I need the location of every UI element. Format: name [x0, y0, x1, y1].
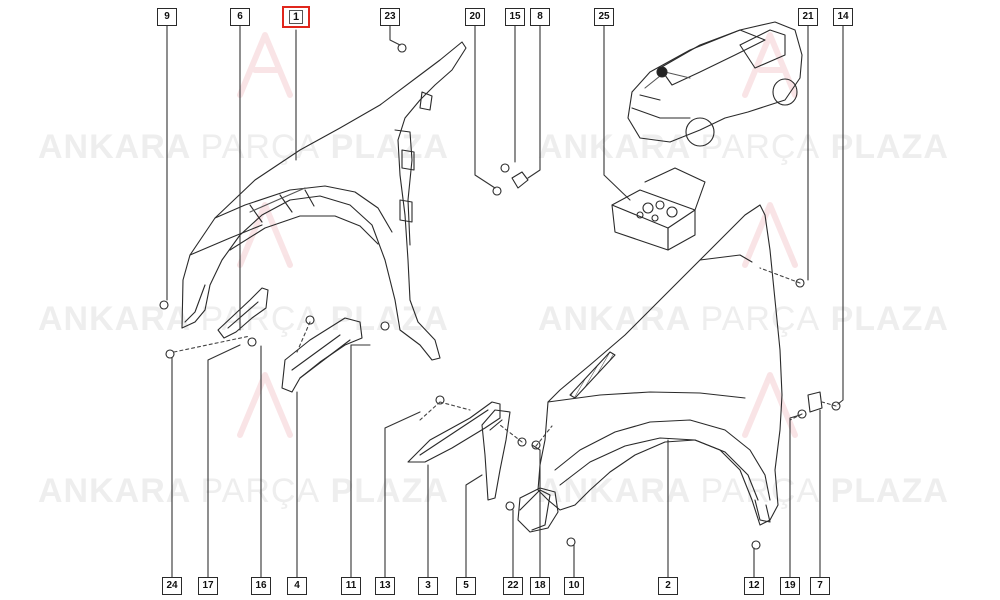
callout-6[interactable]: 6: [230, 8, 250, 26]
callout-5[interactable]: 5: [456, 577, 476, 595]
leader-lines: [166, 24, 844, 579]
bracket-part-3: [407, 401, 501, 463]
callout-21[interactable]: 21: [798, 8, 818, 26]
callout-10[interactable]: 10: [564, 577, 584, 595]
callout-2[interactable]: 2: [658, 577, 678, 595]
bracket-part-5: [481, 409, 511, 501]
callout-7[interactable]: 7: [810, 577, 830, 595]
callout-15[interactable]: 15: [505, 8, 525, 26]
watermark: ANKARA PARÇA PLAZA: [538, 300, 949, 338]
bracket-part-4: [281, 317, 363, 393]
bracket-part-18: [517, 487, 559, 533]
watermark-logo: [237, 32, 798, 438]
callout-1-highlighted[interactable]: 1: [282, 6, 310, 28]
fasteners: [159, 43, 841, 550]
callout-13[interactable]: 13: [375, 577, 395, 595]
clip-part-7: [807, 391, 823, 413]
fender-right-part-2: [519, 204, 783, 531]
assembly-lines: [173, 267, 837, 447]
callout-25[interactable]: 25: [594, 8, 614, 26]
fender-left-part-1: [181, 41, 467, 361]
watermark: ANKARA PARÇA PLAZA: [538, 472, 949, 510]
callout-9[interactable]: 9: [157, 8, 177, 26]
callout-22[interactable]: 22: [503, 577, 523, 595]
watermark: ANKARA PARÇA PLAZA: [538, 128, 949, 166]
watermark: ANKARA PARÇA PLAZA: [38, 128, 449, 166]
callout-19[interactable]: 19: [780, 577, 800, 595]
callout-20[interactable]: 20: [465, 8, 485, 26]
callout-17[interactable]: 17: [198, 577, 218, 595]
callout-18[interactable]: 18: [530, 577, 550, 595]
callout-24[interactable]: 24: [162, 577, 182, 595]
callout-16[interactable]: 16: [251, 577, 271, 595]
kit-box-part-25: [611, 167, 706, 251]
callout-14[interactable]: 14: [833, 8, 853, 26]
callout-3[interactable]: 3: [418, 577, 438, 595]
vehicle-sketch: [627, 21, 803, 147]
bracket-part-6: [217, 287, 269, 339]
callout-8[interactable]: 8: [530, 8, 550, 26]
callout-23[interactable]: 23: [380, 8, 400, 26]
callout-11[interactable]: 11: [341, 577, 361, 595]
callout-4[interactable]: 4: [287, 577, 307, 595]
callout-12[interactable]: 12: [744, 577, 764, 595]
